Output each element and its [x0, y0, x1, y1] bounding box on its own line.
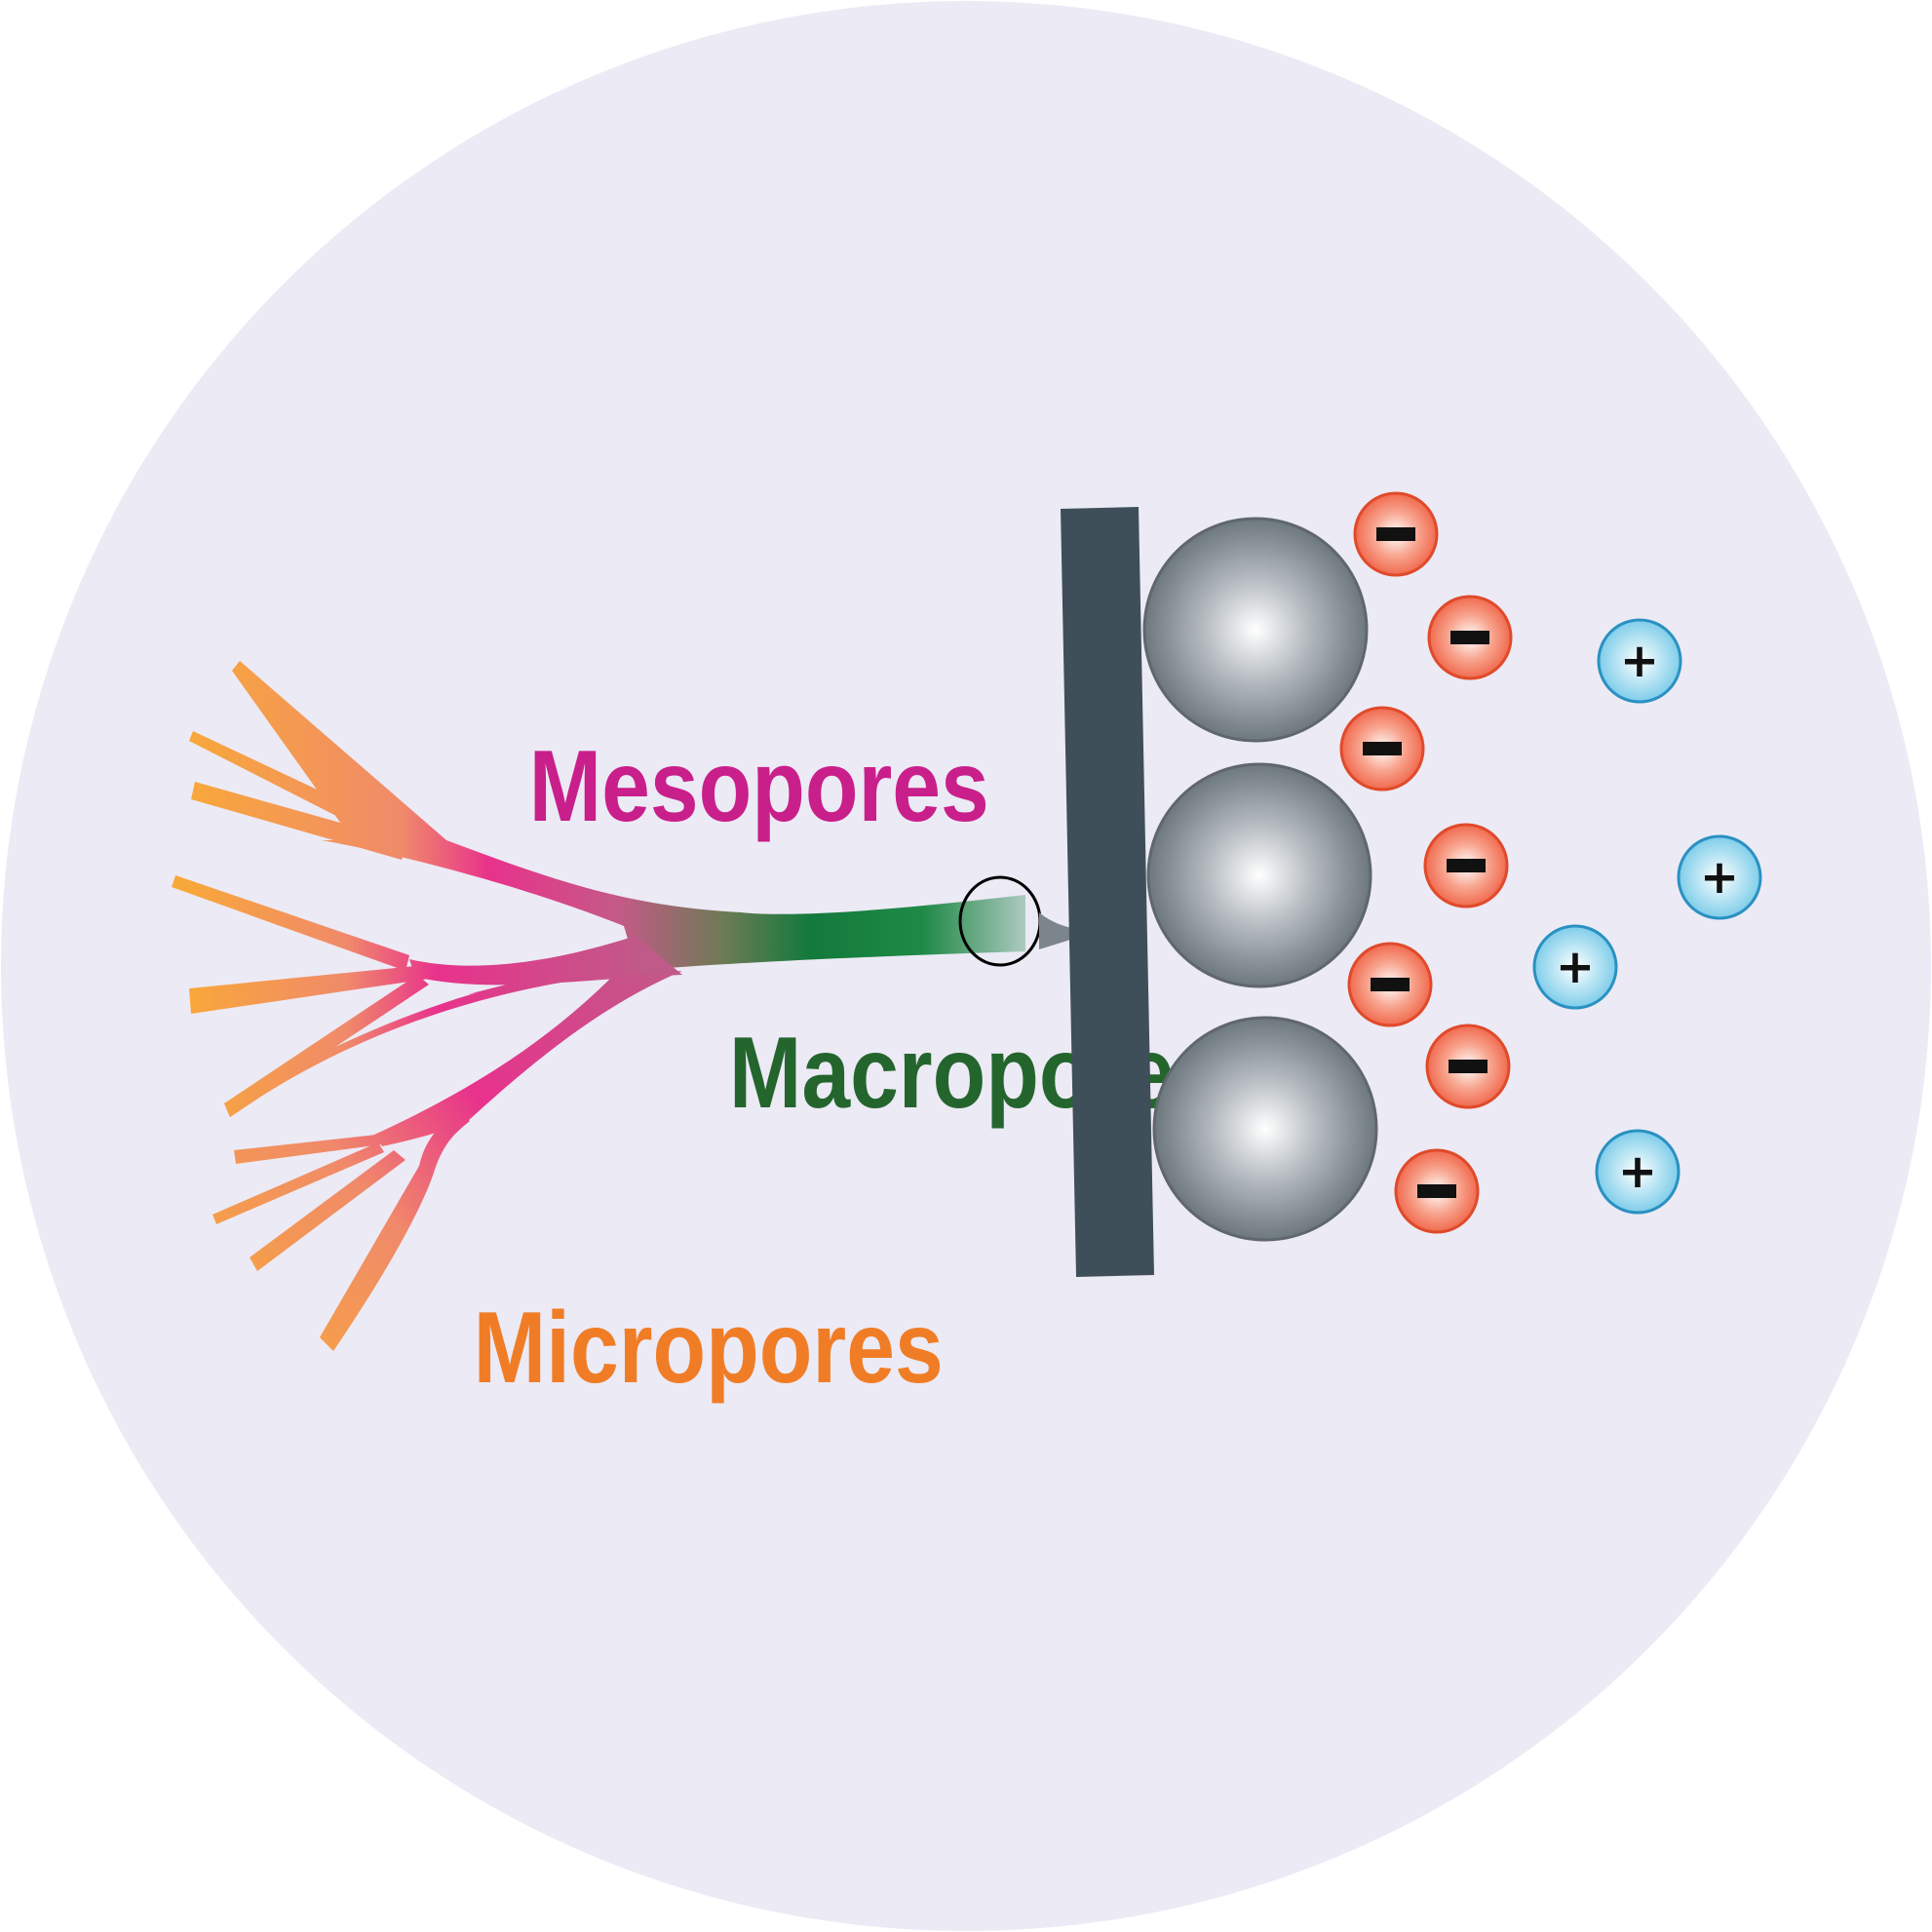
minus-sign-icon [1449, 1060, 1488, 1073]
cation: + [1597, 618, 1682, 704]
micropore-branch [213, 1142, 384, 1224]
plus-sign-icon: + [1556, 940, 1595, 994]
particle-layer [1142, 517, 1378, 1242]
micropore-branch [189, 965, 429, 1014]
pore-network [172, 661, 1096, 1351]
micropore-branch [189, 731, 400, 838]
mesopore-branch [374, 971, 682, 1146]
anion [1425, 1024, 1511, 1109]
micropore-branch [232, 661, 446, 840]
anion [1423, 823, 1509, 908]
micropore-branch [234, 1135, 382, 1164]
micropore-branch [250, 1150, 406, 1271]
ion-layer: + + + + [1339, 491, 1762, 1234]
anion [1427, 595, 1513, 680]
electrode-plate [1061, 507, 1154, 1277]
micropore-branch [320, 1111, 470, 1351]
particle [1152, 1016, 1378, 1242]
macropore-channel [322, 840, 1025, 994]
particle [1142, 517, 1369, 743]
minus-sign-icon [1417, 1184, 1456, 1198]
micropore-branch [172, 875, 409, 971]
plus-sign-icon: + [1700, 850, 1739, 905]
cation: + [1595, 1129, 1681, 1215]
minus-sign-icon [1371, 978, 1410, 991]
anion [1339, 706, 1425, 792]
pore-funnel [1039, 912, 1096, 949]
anion [1394, 1148, 1480, 1234]
minus-sign-icon [1376, 527, 1415, 541]
plus-sign-icon: + [1618, 1144, 1657, 1199]
minus-sign-icon [1447, 859, 1486, 872]
anion [1347, 942, 1433, 1027]
mesopores-label: Mesopores [529, 729, 989, 843]
cation: + [1677, 834, 1762, 920]
minus-sign-icon [1450, 631, 1489, 644]
cation: + [1532, 924, 1618, 1010]
micropores-label: Micropores [474, 1291, 944, 1405]
particle [1146, 762, 1372, 988]
anion [1353, 491, 1439, 577]
plus-sign-icon: + [1620, 634, 1659, 688]
minus-sign-icon [1363, 742, 1402, 755]
